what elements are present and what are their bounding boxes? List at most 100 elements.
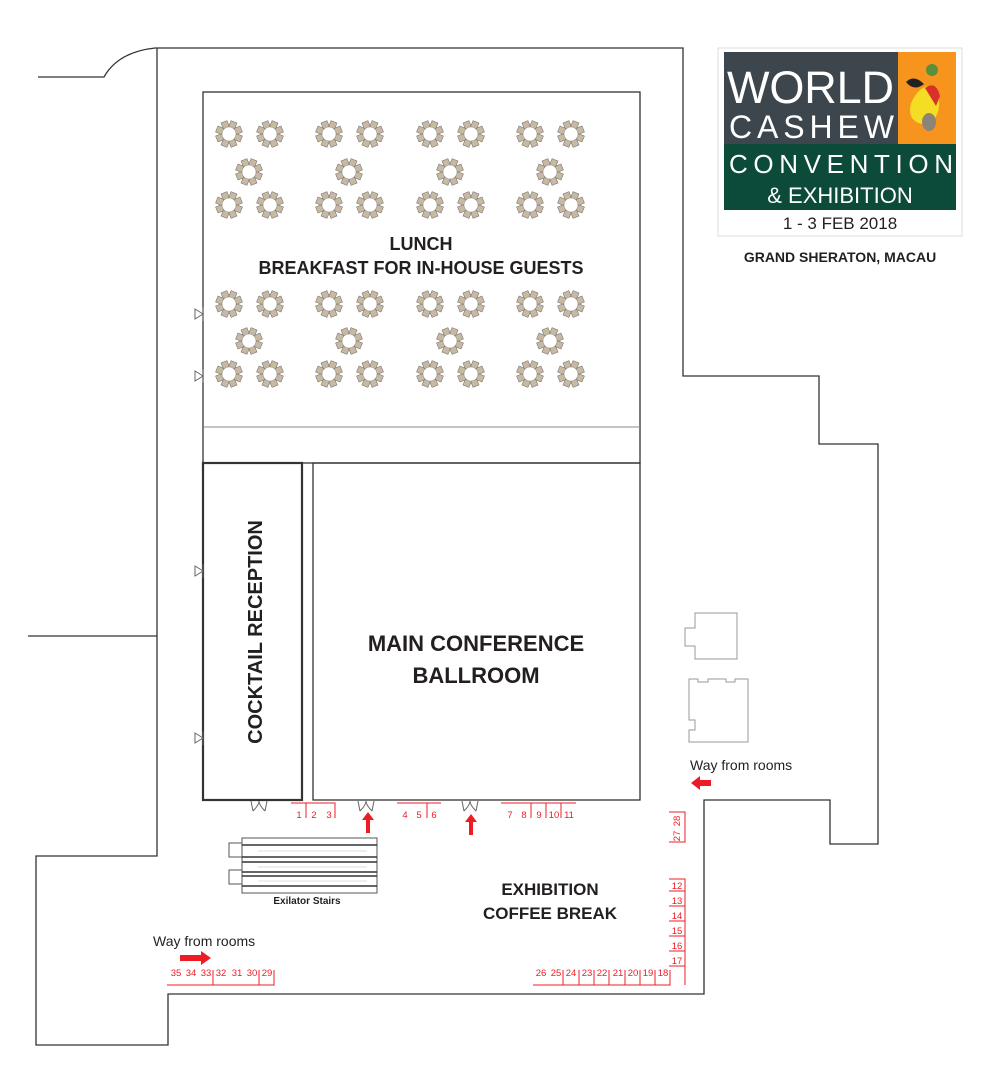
entry-arrow-icon	[362, 812, 374, 833]
booth-number: 6	[431, 810, 436, 821]
booth-number: 18	[658, 968, 669, 979]
booth-number: 9	[536, 810, 541, 821]
round-table	[215, 290, 243, 318]
round-table	[436, 158, 464, 186]
ballroom-label-1: MAIN CONFERENCE	[368, 631, 584, 656]
round-table	[416, 191, 444, 219]
round-table	[457, 360, 485, 388]
booth-number: 30	[247, 968, 258, 979]
booth-number: 15	[672, 926, 683, 937]
booth-number: 20	[628, 968, 639, 979]
fixture-small	[684, 612, 738, 660]
door-icon	[194, 564, 204, 578]
booth-number: 11	[564, 810, 574, 821]
booth-number: 34	[186, 968, 197, 979]
outer-wall	[35, 47, 879, 1046]
door-icon	[250, 800, 268, 812]
round-table	[356, 360, 384, 388]
booth-number: 26	[536, 968, 547, 979]
round-table	[256, 360, 284, 388]
round-table	[557, 290, 585, 318]
event-dates: 1 - 3 FEB 2018	[783, 214, 897, 233]
round-table	[557, 191, 585, 219]
door-icon	[357, 800, 375, 812]
booth-number: 24	[566, 968, 577, 979]
door-icon	[194, 731, 204, 745]
booth-number: 25	[551, 968, 562, 979]
cocktail-room	[201, 461, 304, 802]
round-table	[215, 360, 243, 388]
ballroom-label-2: BALLROOM	[412, 663, 539, 688]
entry-arrow-icon	[465, 814, 477, 835]
logo-cashew: CASHEW	[729, 109, 895, 145]
round-table	[335, 327, 363, 355]
doors	[194, 307, 479, 812]
booth-number: 19	[643, 968, 654, 979]
booth-number: 3	[326, 810, 331, 821]
booth-number: 31	[232, 968, 243, 979]
booth-number: 33	[201, 968, 212, 979]
round-table	[516, 360, 544, 388]
round-table	[356, 290, 384, 318]
fixtures	[684, 612, 749, 743]
escalator-landing	[228, 869, 243, 885]
round-table	[516, 290, 544, 318]
ballroom	[312, 462, 641, 801]
booth-number: 23	[582, 968, 593, 979]
booth-number: 8	[521, 810, 526, 821]
round-table	[457, 191, 485, 219]
logo-world: WORLD	[727, 62, 894, 113]
breakfast-label: BREAKFAST FOR IN-HOUSE GUESTS	[258, 258, 583, 278]
escalator-landing	[228, 842, 243, 858]
arrows	[180, 776, 711, 965]
building-walls	[28, 47, 879, 1046]
booth-number: 10	[549, 810, 560, 821]
round-table	[315, 191, 343, 219]
round-table	[356, 120, 384, 148]
round-table	[536, 158, 564, 186]
booth-number: 27	[672, 831, 683, 842]
round-table	[536, 327, 564, 355]
arrow-right-icon	[180, 951, 211, 965]
round-table	[516, 191, 544, 219]
booth-number: 32	[216, 968, 227, 979]
round-table	[557, 360, 585, 388]
booth-number: 2	[311, 810, 316, 821]
booth-number: 12	[672, 881, 683, 892]
cashew-fruit-icon	[906, 64, 940, 131]
round-table	[256, 290, 284, 318]
booth-number: 29	[262, 968, 273, 979]
door-icon	[194, 307, 204, 321]
escalator	[228, 837, 378, 894]
round-table	[256, 191, 284, 219]
door-icon	[461, 800, 479, 812]
round-table	[416, 120, 444, 148]
round-table	[516, 120, 544, 148]
round-table	[235, 327, 263, 355]
exhibition-label: EXHIBITION	[501, 880, 598, 899]
round-table	[457, 120, 485, 148]
round-table	[416, 360, 444, 388]
round-table	[315, 120, 343, 148]
cocktail-label: COCKTAIL RECEPTION	[245, 520, 267, 744]
booth-number: 7	[507, 810, 512, 821]
round-table	[215, 120, 243, 148]
event-venue: GRAND SHERATON, MACAU	[744, 249, 936, 265]
booth-number: 13	[672, 896, 683, 907]
way-from-rooms-left: Way from rooms	[153, 933, 255, 949]
booth-number: 16	[672, 941, 683, 952]
round-table	[215, 191, 243, 219]
logo-convention: CONVENTION	[729, 149, 953, 179]
booth-number: 35	[171, 968, 182, 979]
logo-exhibition: & EXHIBITION	[767, 183, 912, 208]
round-table	[557, 120, 585, 148]
booth-number: 17	[672, 956, 683, 967]
round-table	[235, 158, 263, 186]
booth-number: 4	[402, 810, 407, 821]
door-icon	[194, 369, 204, 383]
booth-number: 28	[672, 816, 683, 827]
booth-number: 21	[613, 968, 624, 979]
